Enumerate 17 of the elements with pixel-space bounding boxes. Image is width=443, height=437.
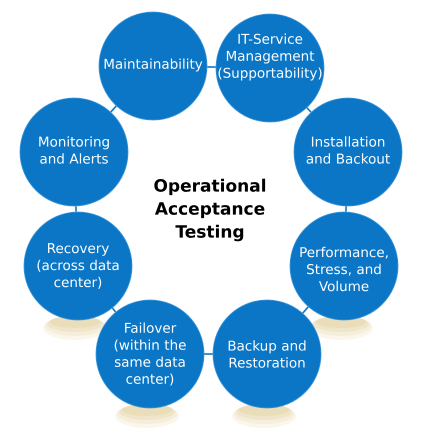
connector-line [75, 206, 77, 212]
connector-line [302, 306, 309, 314]
circle-node: Maintainability [98, 12, 208, 120]
circle-node: IT-Service Management (Supportability) [216, 14, 324, 122]
circle-node: Backup and Restoration [212, 300, 322, 408]
connector-line [207, 66, 216, 68]
circle-node: Installation and Backout [294, 98, 402, 206]
circle-node: Failover (within the same data center) [96, 300, 204, 408]
connector-line [204, 353, 213, 355]
circle-node: Performance, Stress, and Volume [290, 212, 398, 320]
connector-line [345, 206, 347, 212]
title: Operational Acceptance Testing [154, 178, 266, 242]
connector-line [112, 308, 116, 312]
connector-line [110, 106, 117, 112]
connector-line [306, 107, 312, 113]
circle-node: Monitoring and Alerts [20, 98, 128, 206]
circle-node: Recovery (across data center) [24, 212, 132, 320]
